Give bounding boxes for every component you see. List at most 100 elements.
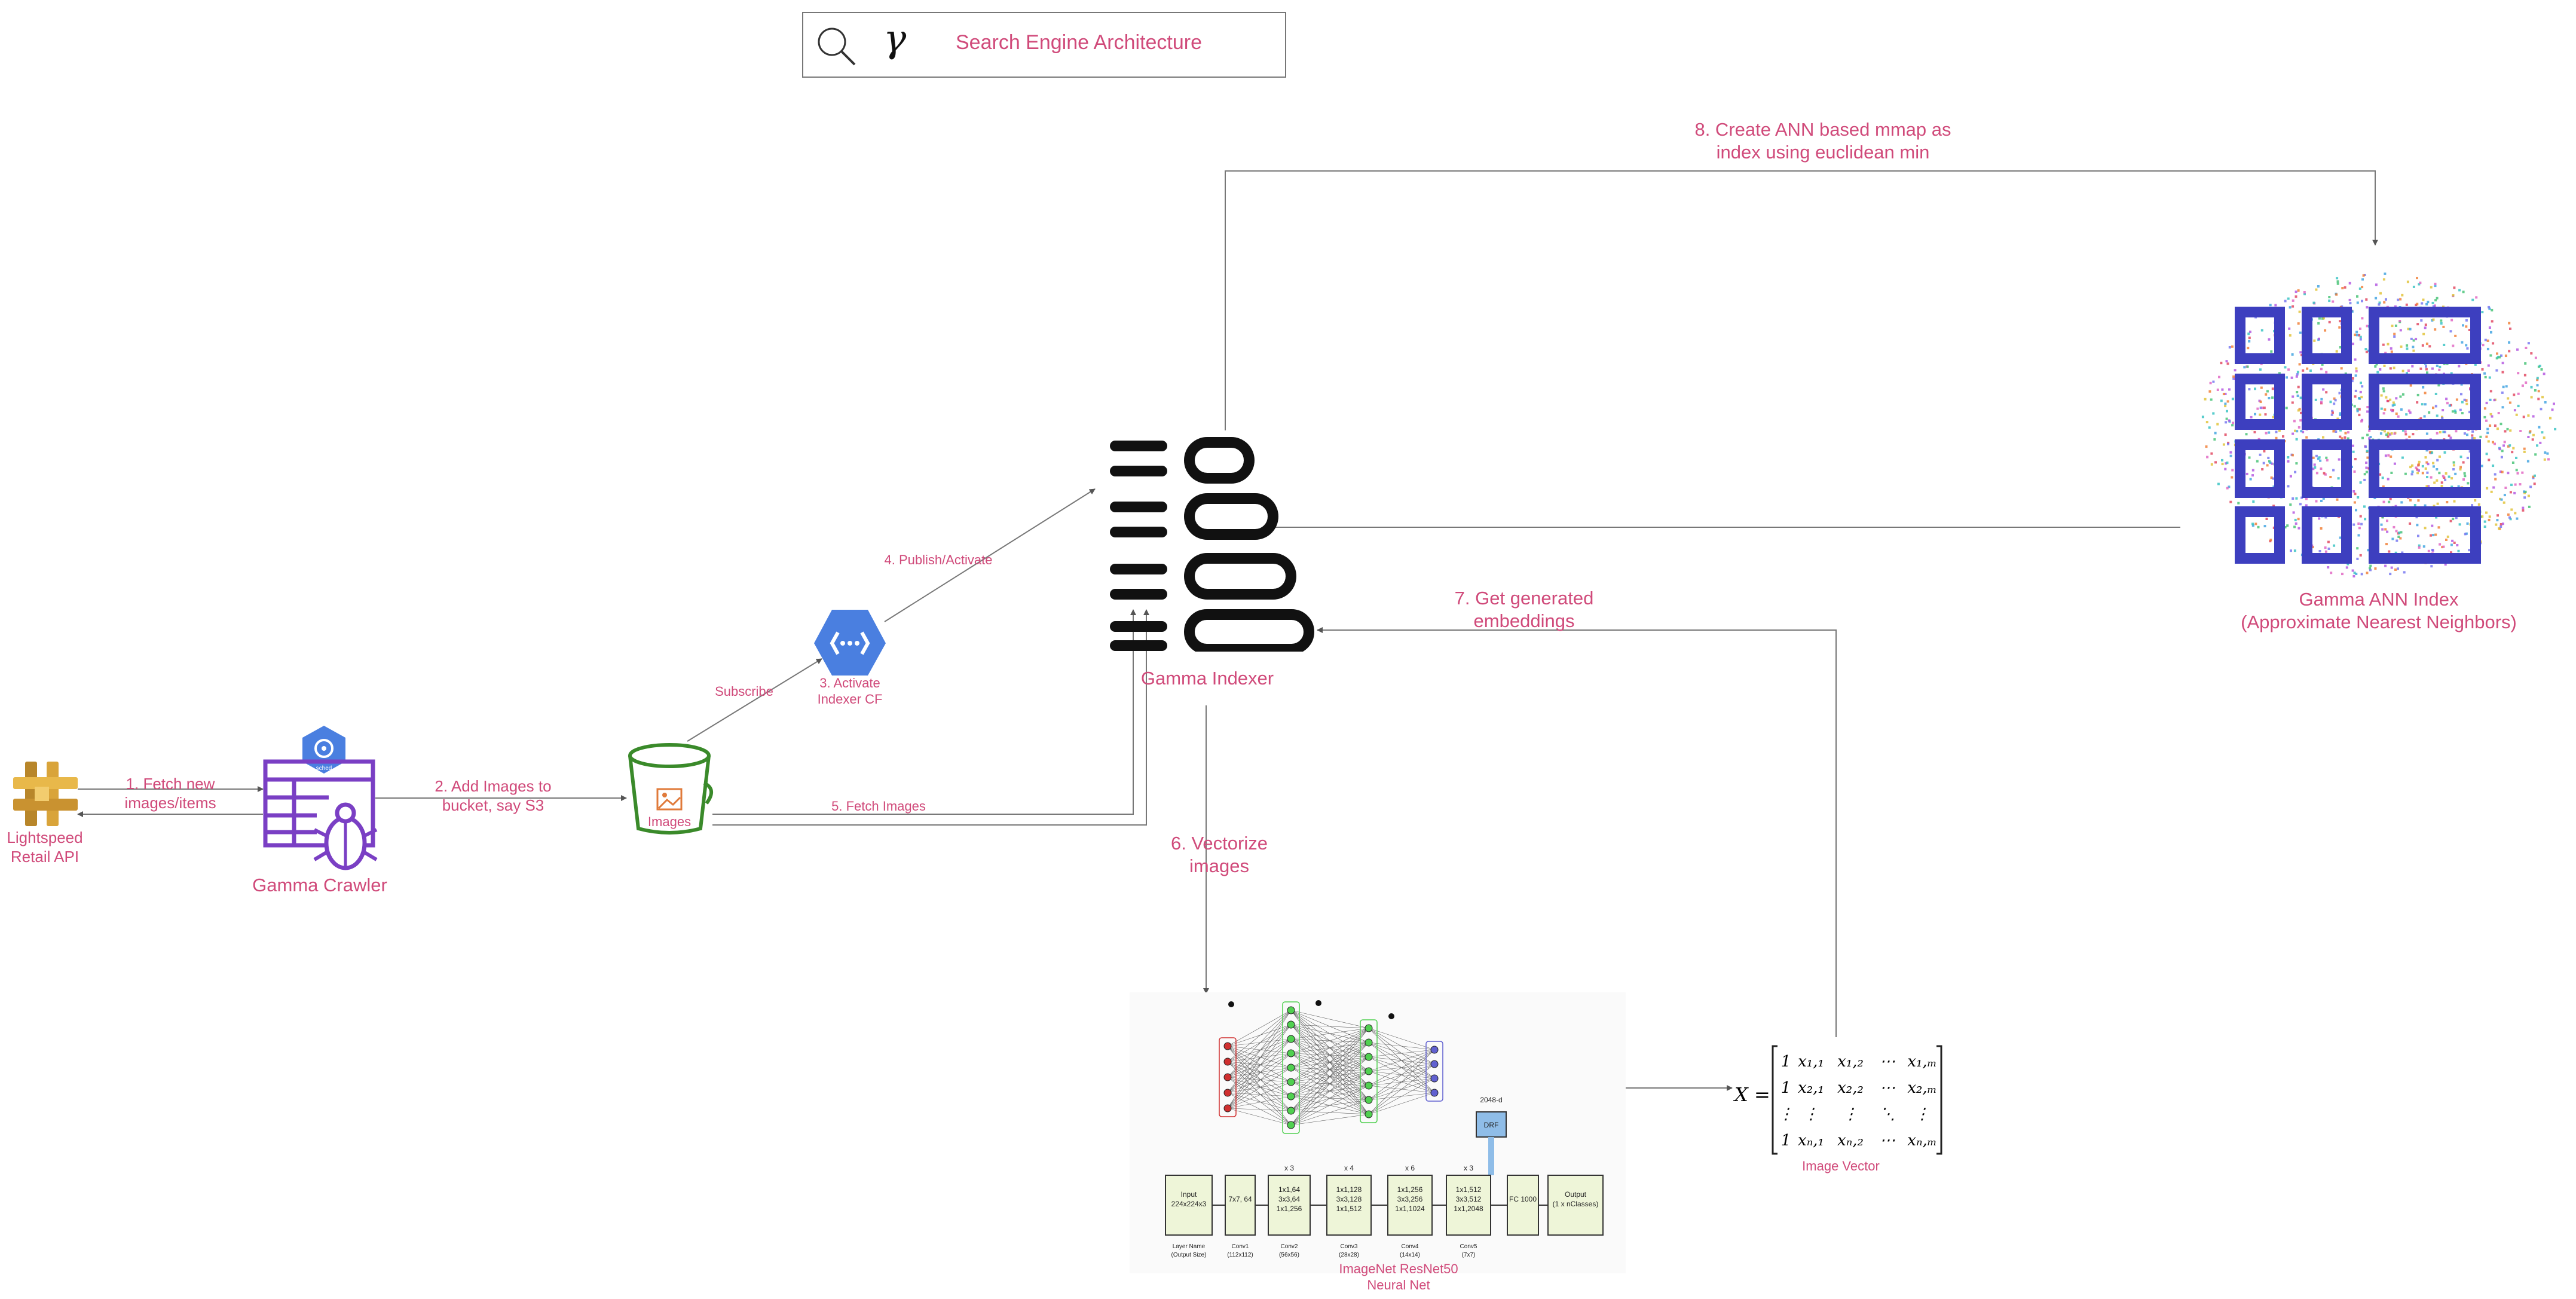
svg-text:3x3,64: 3x3,64 <box>1278 1195 1300 1203</box>
step-8-label: 8. Create ANN based mmap as index using … <box>1694 119 1951 163</box>
edge-embeddings <box>1317 627 1837 1037</box>
matrix-cell: x₂,₂ <box>1837 1079 1864 1097</box>
crawler-icon: sched <box>263 726 378 870</box>
svg-text:(1 x nClasses): (1 x nClasses) <box>1553 1200 1599 1208</box>
matrix-cell: x₂,ₘ <box>1907 1079 1936 1097</box>
svg-text:Conv3: Conv3 <box>1341 1243 1358 1250</box>
svg-text:x 6: x 6 <box>1405 1164 1415 1172</box>
ann-index-label: Gamma ANN Index (Approximate Nearest Nei… <box>2241 589 2517 632</box>
matrix-cell: ⋮ <box>1778 1105 1794 1123</box>
svg-text:x 3: x 3 <box>1284 1164 1294 1172</box>
svg-text:1x1,256: 1x1,256 <box>1277 1205 1302 1213</box>
step-2-label: 2. Add Images to bucket, say S3 <box>435 777 552 814</box>
step-7-label: 7. Get generated embeddings <box>1454 588 1594 631</box>
resnet-block: 7x7, 64 Conv1 (112x112) <box>1225 1175 1268 1258</box>
matrix-cell: ⋮ <box>1914 1105 1930 1123</box>
gamma-icon: γ <box>883 17 907 61</box>
ann-grid-icon <box>2201 272 2557 577</box>
resnet-block: Output(1 x nClasses) <box>1547 1175 1604 1236</box>
matrix-cell: ⋯ <box>1880 1079 1895 1097</box>
bucket-icon <box>628 743 713 835</box>
svg-text:(7x7): (7x7) <box>1462 1252 1476 1258</box>
matrix-cell: ⋯ <box>1880 1053 1895 1071</box>
subscribe-label: Subscribe <box>715 684 773 699</box>
matrix-cell: x₁,₂ <box>1837 1053 1864 1071</box>
svg-text:3x3,256: 3x3,256 <box>1397 1195 1423 1203</box>
dim-text: 2048-d <box>1480 1096 1502 1104</box>
svg-text:x 4: x 4 <box>1344 1164 1354 1172</box>
svg-text:1x1,512: 1x1,512 <box>1336 1205 1362 1213</box>
svg-text:1x1,2048: 1x1,2048 <box>1454 1205 1483 1213</box>
step-6-label: 6. Vectorize images <box>1171 833 1268 876</box>
svg-text:1x1,1024: 1x1,1024 <box>1395 1205 1425 1213</box>
svg-text:224x224x3: 224x224x3 <box>1171 1200 1207 1208</box>
svg-text:(Output Size): (Output Size) <box>1171 1252 1207 1258</box>
svg-text:7x7, 64: 7x7, 64 <box>1228 1195 1252 1203</box>
cloud-function-label: 3. Activate Indexer CF <box>817 676 883 707</box>
matrix-cell: x₂,₁ <box>1798 1079 1824 1097</box>
matrix-cell: ⋱ <box>1880 1105 1895 1123</box>
edge-create-index <box>1225 170 2378 430</box>
step-5-label: 5. Fetch Images <box>831 799 926 814</box>
svg-text:Conv4: Conv4 <box>1402 1243 1419 1250</box>
image-vector-label: Image Vector <box>1802 1159 1880 1173</box>
edge-publish <box>884 488 1096 622</box>
indexer-icon <box>1110 437 1314 652</box>
cloud-function-icon <box>814 610 886 676</box>
retail-api-label: Lightspeed Retail API <box>7 829 83 866</box>
svg-text:sched: sched <box>316 765 332 772</box>
svg-text:Conv5: Conv5 <box>1460 1243 1477 1250</box>
edge-fetch-images-2 <box>712 609 1149 826</box>
matrix-cell: xₙ,₁ <box>1798 1132 1824 1150</box>
svg-text:1x1,64: 1x1,64 <box>1278 1185 1300 1194</box>
svg-text:Conv1: Conv1 <box>1232 1243 1249 1250</box>
svg-text:3x3,128: 3x3,128 <box>1336 1195 1362 1203</box>
page-title: Search Engine Architecture <box>956 31 1203 54</box>
step-4-label: 4. Publish/Activate <box>884 552 993 567</box>
svg-text:(112x112): (112x112) <box>1227 1252 1253 1258</box>
matrix-cell: ⋮ <box>1803 1105 1819 1123</box>
api-gateway-icon <box>13 762 78 826</box>
matrix-cell: xₙ,ₘ <box>1907 1132 1936 1150</box>
title-banner: γ Search Engine Architecture <box>802 12 1286 78</box>
svg-text:Output: Output <box>1565 1190 1587 1199</box>
svg-text:Layer Name: Layer Name <box>1173 1243 1206 1250</box>
svg-text:1x1,512: 1x1,512 <box>1456 1185 1482 1194</box>
matrix-lhs: X = <box>1733 1083 1770 1106</box>
matrix-cell: x₁,ₘ <box>1907 1053 1936 1071</box>
edge-subscribe <box>687 658 822 742</box>
drf-text: DRF <box>1484 1121 1499 1129</box>
svg-text:Conv2: Conv2 <box>1281 1243 1298 1250</box>
svg-text:(28x28): (28x28) <box>1339 1252 1359 1258</box>
matrix-cell: ⋯ <box>1880 1132 1895 1150</box>
matrix-cell: 1 <box>1781 1132 1791 1150</box>
resnet-block: FC 1000 <box>1507 1175 1548 1236</box>
svg-text:Input: Input <box>1181 1190 1197 1199</box>
matrix-cell: xₙ,₂ <box>1837 1132 1864 1150</box>
search-icon <box>818 27 856 66</box>
scheduler-icon: sched <box>302 726 345 774</box>
matrix-cell: 1 <box>1781 1079 1791 1097</box>
indexer-label: Gamma Indexer <box>1140 668 1274 689</box>
matrix-cell: x₁,₁ <box>1798 1053 1824 1071</box>
svg-text:3x3,512: 3x3,512 <box>1456 1195 1482 1203</box>
matrix-cell: ⋮ <box>1843 1105 1858 1123</box>
svg-text:(56x56): (56x56) <box>1279 1252 1299 1258</box>
svg-text:1x1,128: 1x1,128 <box>1336 1185 1362 1194</box>
edge-fetch-images <box>712 609 1136 815</box>
step-1-label: 1. Fetch new images/items <box>124 775 216 812</box>
svg-text:FC 1000: FC 1000 <box>1509 1195 1537 1203</box>
svg-text:(14x14): (14x14) <box>1400 1252 1420 1258</box>
svg-text:x 3: x 3 <box>1464 1164 1473 1172</box>
svg-text:1x1,256: 1x1,256 <box>1397 1185 1423 1194</box>
neural-net-label: ImageNet ResNet50 Neural Net <box>1339 1261 1458 1292</box>
crawler-label: Gamma Crawler <box>252 875 387 895</box>
